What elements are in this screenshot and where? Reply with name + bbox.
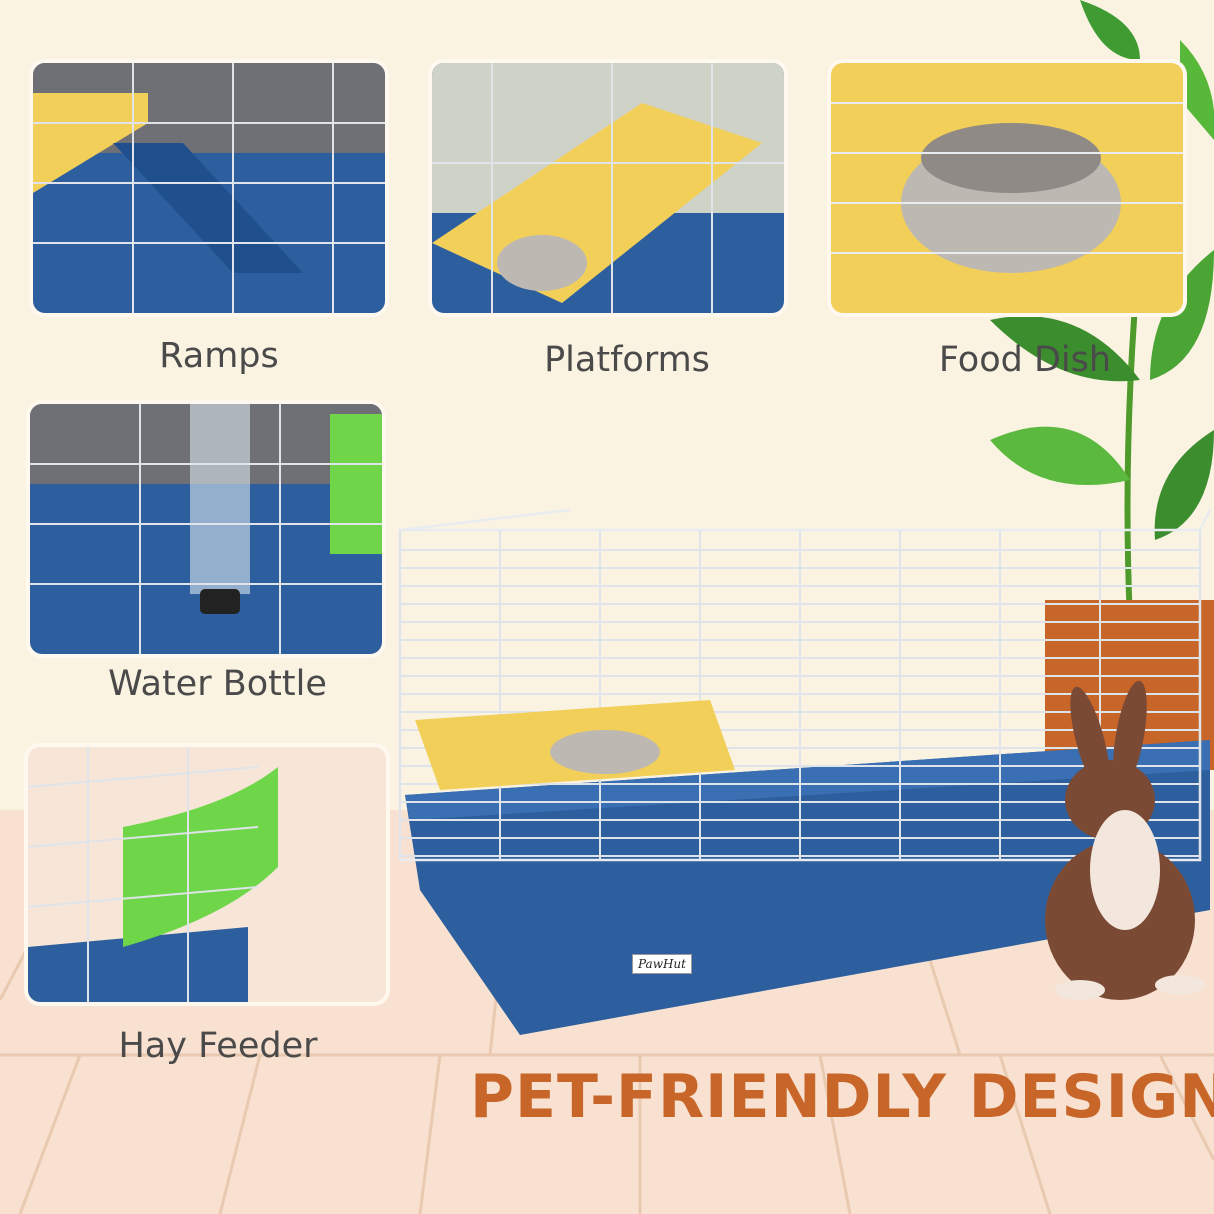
headline: PET-FRIENDLY DESIGN: [470, 1062, 1214, 1132]
cage-illustration: [398, 508, 1212, 1035]
feature-label-platforms: Platforms: [544, 340, 710, 380]
rabbit-illustration: [1045, 680, 1205, 1000]
water-bottle-image: [30, 404, 382, 654]
platforms-image: [432, 63, 784, 313]
feature-label-hay-feeder: Hay Feeder: [118, 1026, 318, 1066]
feature-label-food-dish: Food Dish: [938, 340, 1112, 380]
hay-feeder-image: [28, 747, 386, 1002]
ramps-image: [33, 63, 385, 313]
feature-label-water-bottle: Water Bottle: [108, 664, 327, 704]
brand-logo: PawHut: [632, 954, 692, 974]
food-dish-image: [831, 63, 1183, 313]
feature-label-ramps: Ramps: [159, 336, 279, 376]
